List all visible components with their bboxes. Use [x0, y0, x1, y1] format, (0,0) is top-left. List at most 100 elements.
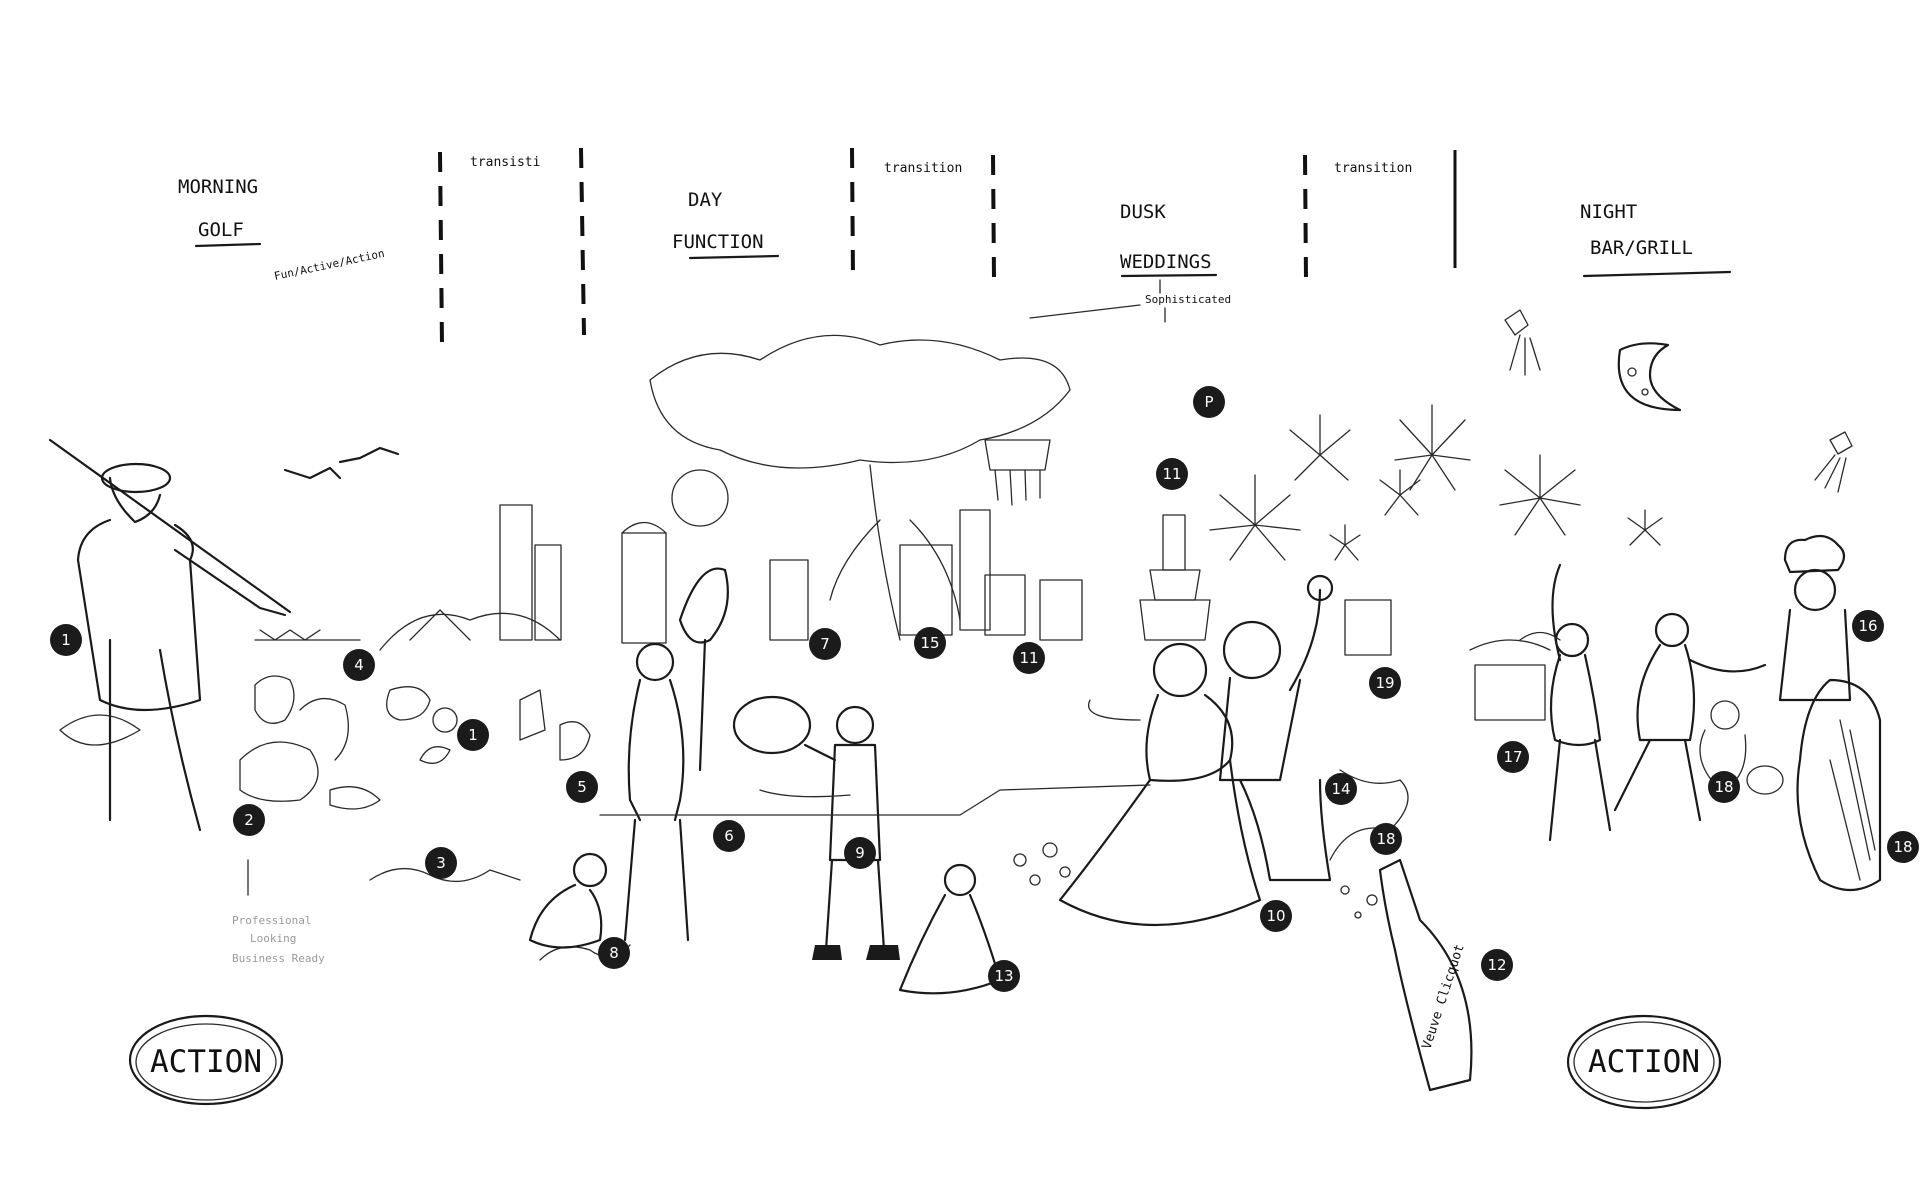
cake-tower	[1139, 514, 1211, 641]
marker-p: P	[1193, 386, 1225, 418]
heading-morning: MORNING	[178, 176, 258, 198]
bar-grill-underline	[1582, 270, 1732, 278]
chef-with-tray	[732, 695, 900, 960]
marker-5: 5	[566, 771, 598, 803]
function-underline	[688, 254, 780, 260]
marker-12: 12	[1481, 949, 1513, 981]
marker-2: 2	[233, 804, 265, 836]
heading-weddings: WEDDINGS	[1120, 251, 1212, 273]
groom	[1218, 574, 1334, 882]
dancing-woman	[1548, 563, 1612, 842]
birds	[283, 446, 400, 480]
svg-text:3: 3	[436, 854, 446, 872]
svg-text:16: 16	[1858, 617, 1877, 635]
divider-3	[850, 147, 855, 279]
fireworks	[1209, 404, 1471, 561]
action-label-left: ACTION	[150, 1044, 262, 1080]
dancing-man	[1613, 612, 1767, 822]
heading-morning-golf: MORNING GOLF Fun/Active/Action	[178, 176, 386, 283]
bottle-label: Veuve Clicquot	[1420, 942, 1468, 1051]
marker-7: 7	[809, 628, 841, 660]
svg-text:17: 17	[1503, 748, 1522, 766]
svg-text:12: 12	[1487, 956, 1506, 974]
svg-text:5: 5	[577, 778, 587, 796]
transition-3-label: transition	[1334, 161, 1412, 176]
svg-text:18: 18	[1893, 838, 1912, 856]
svg-text:19: 19	[1375, 674, 1394, 692]
golf-underline	[194, 242, 262, 248]
svg-text:14: 14	[1331, 780, 1350, 798]
grill-equipment	[1469, 631, 1561, 721]
lawn-fence	[599, 784, 1151, 816]
golf-club	[48, 438, 292, 614]
marker-6: 6	[713, 820, 745, 852]
heading-night: NIGHT	[1580, 201, 1637, 223]
action-badge-right: ACTION	[1566, 1014, 1722, 1110]
svg-text:15: 15	[920, 634, 939, 652]
svg-text:10: 10	[1266, 907, 1285, 925]
marker-4: 4	[343, 649, 375, 681]
heading-bar-grill: BAR/GRILL	[1590, 237, 1693, 259]
svg-text:2: 2	[244, 811, 254, 829]
moon	[1617, 342, 1682, 412]
grill-chef	[1778, 534, 1852, 702]
golf-spectators	[239, 629, 591, 810]
marker-11-lawn: 11	[1013, 642, 1045, 674]
marker-3: 3	[425, 847, 457, 879]
divider-2	[579, 147, 586, 336]
marker-19: 19	[1369, 667, 1401, 699]
bride	[1058, 642, 1262, 926]
note-business-ready: Business Ready	[232, 952, 325, 965]
svg-text:8: 8	[609, 944, 619, 962]
marker-8: 8	[598, 937, 630, 969]
tree-canopy	[649, 334, 1071, 641]
svg-text:18: 18	[1376, 830, 1395, 848]
chandelier	[984, 439, 1051, 506]
kneeling-photographer	[528, 852, 608, 949]
marker-11-fireworks: 11	[1156, 458, 1188, 490]
marker-13: 13	[988, 960, 1020, 992]
bottom-left-note: Professional Looking Business Ready	[232, 859, 325, 965]
svg-text:1: 1	[468, 726, 478, 744]
action-label-right: ACTION	[1588, 1044, 1700, 1080]
heading-transition-2: transition	[884, 161, 962, 176]
svg-text:18: 18	[1714, 778, 1733, 796]
weddings-underline	[1120, 273, 1218, 278]
marker-17: 17	[1497, 741, 1529, 773]
note-professional: Professional	[232, 914, 311, 927]
weddings-left-arrow	[1029, 304, 1141, 319]
svg-text:P: P	[1204, 393, 1213, 411]
heading-function: FUNCTION	[672, 231, 764, 253]
woman-with-glass	[623, 567, 729, 942]
fireworks-night	[1499, 454, 1663, 546]
divider-1	[438, 151, 444, 346]
heading-dusk: DUSK	[1120, 201, 1166, 223]
transition-1-label: transisti	[470, 155, 540, 170]
heading-transition-1: transisti	[470, 155, 540, 170]
bottle-pouring-top	[1504, 309, 1541, 376]
child-bubbles	[898, 842, 1071, 995]
marker-1-golfer: 1	[50, 624, 82, 656]
bottle-pouring-right	[1814, 431, 1853, 493]
svg-text:4: 4	[354, 656, 364, 674]
svg-text:11: 11	[1162, 465, 1181, 483]
action-badge-left: ACTION	[128, 1014, 284, 1106]
divider-4	[991, 154, 996, 279]
heading-day: DAY	[688, 189, 723, 211]
heading-night-bar: NIGHT BAR/GRILL	[1580, 201, 1732, 278]
heading-transition-3: transition	[1334, 161, 1412, 176]
note-looking: Looking	[250, 932, 296, 945]
transition-2-label: transition	[884, 161, 962, 176]
marker-18-bar: 18	[1708, 771, 1740, 803]
marker-18-splash: 18	[1370, 823, 1402, 855]
divider-5	[1303, 154, 1308, 281]
marker-16: 16	[1852, 610, 1884, 642]
marker-18-right: 18	[1887, 831, 1919, 863]
weddings-note: Sophisticated	[1145, 293, 1231, 306]
heading-day-function: DAY FUNCTION	[672, 189, 780, 260]
golf-note: Fun/Active/Action	[273, 247, 386, 283]
svg-text:11: 11	[1019, 649, 1038, 667]
grass-wave	[369, 867, 631, 961]
section-dividers	[438, 147, 1457, 346]
